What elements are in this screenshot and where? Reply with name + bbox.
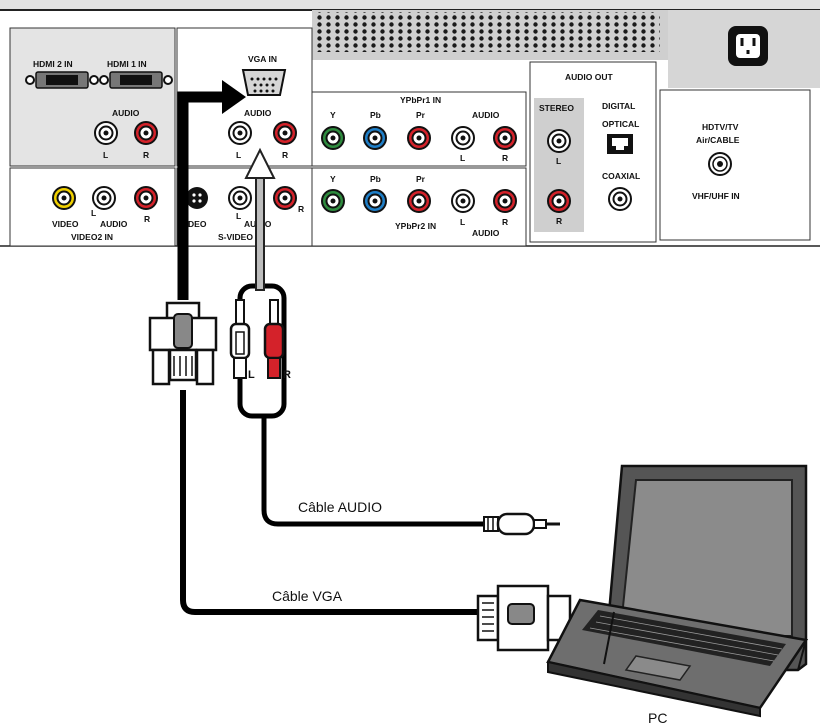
- svg-text:Pr: Pr: [416, 174, 426, 184]
- svg-text:R: R: [502, 217, 508, 227]
- audio-cable-label: Câble AUDIO: [298, 499, 382, 515]
- svg-text:R: R: [143, 150, 149, 160]
- ypbpr1-label: YPbPr1 IN: [400, 95, 441, 105]
- audio-arrow-icon: [244, 147, 276, 179]
- svg-text:L: L: [103, 150, 108, 160]
- antenna-jack[interactable]: [708, 152, 732, 176]
- svg-text:R: R: [556, 216, 562, 226]
- ypbpr2-y-jack[interactable]: [321, 189, 345, 213]
- audio-out-section: AUDIO OUT STEREO L R DIGITAL OPTICAL COA…: [529, 61, 657, 243]
- optical-port[interactable]: [607, 134, 633, 154]
- svg-text:Y: Y: [330, 110, 336, 120]
- svg-text:Air/CABLE: Air/CABLE: [696, 135, 740, 145]
- svg-text:R: R: [502, 153, 508, 163]
- vga-arrow-icon: [222, 80, 246, 114]
- svg-text:COAXIAL: COAXIAL: [602, 171, 640, 181]
- power-socket-icon: [728, 26, 768, 66]
- rca-plug-l-icon: [229, 299, 251, 379]
- ypbpr2-audio-l-jack[interactable]: [451, 189, 475, 213]
- vga-audio-label: AUDIO: [244, 108, 272, 118]
- ypbpr1-section: YPbPr1 IN Y Pb Pr AUDIO L R: [311, 91, 527, 167]
- ypbpr2-section: Y Pb Pr YPbPr2 IN L R AUDIO: [311, 167, 527, 247]
- svg-text:L: L: [556, 156, 561, 166]
- laptop-pc-icon: [546, 464, 809, 718]
- video2-audio-r-jack[interactable]: [134, 186, 158, 210]
- svideo-label: S-VIDEO: [218, 232, 253, 242]
- svg-text:R: R: [144, 214, 150, 224]
- ypbpr2-pb-jack[interactable]: [363, 189, 387, 213]
- audio-out-label: AUDIO OUT: [565, 72, 614, 82]
- vga-cable-label: Câble VGA: [272, 588, 343, 604]
- vga-connector-icon: [148, 301, 218, 386]
- vga-in-label: VGA IN: [248, 54, 277, 64]
- stereo-r-jack[interactable]: [547, 189, 571, 213]
- stereo-l-jack[interactable]: [547, 129, 571, 153]
- laptop-screen: [618, 479, 793, 637]
- svg-text:OPTICAL: OPTICAL: [602, 119, 639, 129]
- svg-text:VIDEO: VIDEO: [180, 219, 207, 229]
- svg-text:VIDEO: VIDEO: [52, 219, 79, 229]
- svideo-jack[interactable]: [186, 187, 208, 209]
- video2-audio-l-jack[interactable]: [92, 186, 116, 210]
- antenna-section: HDTV/TV Air/CABLE VHF/UHF IN: [659, 89, 811, 241]
- vga-audio-l-jack[interactable]: [228, 121, 252, 145]
- hdmi2-port[interactable]: [25, 71, 99, 89]
- svg-text:VHF/UHF IN: VHF/UHF IN: [692, 191, 740, 201]
- vga-audio-r-jack[interactable]: [273, 121, 297, 145]
- vga-plug-pc-icon: [476, 584, 572, 652]
- svg-text:Pb: Pb: [370, 110, 381, 120]
- ypbpr1-audio-l-jack[interactable]: [451, 126, 475, 150]
- svg-text:R: R: [298, 204, 304, 214]
- rca-plug-r-icon: [263, 299, 285, 379]
- ypbpr1-audio-r-jack[interactable]: [493, 126, 517, 150]
- hdmi-section: HDMI 2 IN HDMI 1 IN AUDIO L: [9, 27, 176, 167]
- video2-section: VIDEO L AUDIO R VIDEO2 IN: [9, 167, 176, 247]
- svg-text:L: L: [248, 369, 255, 381]
- hdmi-audio-label: AUDIO: [112, 108, 140, 118]
- svg-text:L: L: [460, 217, 465, 227]
- svg-text:Pb: Pb: [370, 174, 381, 184]
- minijack-plug-icon: [483, 512, 560, 536]
- ypbpr2-audio-r-jack[interactable]: [493, 189, 517, 213]
- tv-back-panel: HDMI 2 IN HDMI 1 IN AUDIO L: [0, 0, 820, 247]
- pc-label: PC: [648, 710, 667, 726]
- hdmi-audio-l-jack[interactable]: [94, 121, 118, 145]
- svg-text:Y: Y: [330, 174, 336, 184]
- ypbpr1-pb-jack[interactable]: [363, 126, 387, 150]
- svideo-audio-r-jack[interactable]: [273, 186, 297, 210]
- svg-text:AUDIO: AUDIO: [100, 219, 128, 229]
- audio-cable: L R: [229, 147, 560, 536]
- svg-text:Pr: Pr: [416, 110, 426, 120]
- video2-video-jack[interactable]: [52, 186, 76, 210]
- ypbpr1-pr-jack[interactable]: [407, 126, 431, 150]
- svg-text:L: L: [236, 211, 241, 221]
- vga-port[interactable]: [241, 69, 287, 96]
- svg-text:R: R: [283, 369, 291, 381]
- hdmi1-label: HDMI 1 IN: [107, 59, 147, 69]
- svg-text:L: L: [236, 150, 241, 160]
- svg-text:DIGITAL: DIGITAL: [602, 101, 635, 111]
- coaxial-jack[interactable]: [608, 187, 632, 211]
- hdmi1-port[interactable]: [99, 71, 173, 89]
- svideo-audio-l-jack[interactable]: [228, 186, 252, 210]
- hdmi2-label: HDMI 2 IN: [33, 59, 73, 69]
- svg-text:L: L: [91, 208, 96, 218]
- ypbpr2-label: YPbPr2 IN: [395, 221, 436, 231]
- svg-text:STEREO: STEREO: [539, 103, 574, 113]
- ypbpr2-pr-jack[interactable]: [407, 189, 431, 213]
- svg-text:HDTV/TV: HDTV/TV: [702, 122, 739, 132]
- svg-text:AUDIO: AUDIO: [472, 228, 500, 238]
- ypbpr1-y-jack[interactable]: [321, 126, 345, 150]
- svg-text:AUDIO: AUDIO: [472, 110, 500, 120]
- vga-cable: [177, 80, 485, 615]
- svg-text:L: L: [460, 153, 465, 163]
- laptop-touchpad: [624, 655, 692, 681]
- svg-text:R: R: [282, 150, 288, 160]
- hdmi-audio-r-jack[interactable]: [134, 121, 158, 145]
- video2-label: VIDEO2 IN: [71, 232, 113, 242]
- svideo-section: VIDEO L AUDIO R S-VIDEO: [176, 167, 313, 247]
